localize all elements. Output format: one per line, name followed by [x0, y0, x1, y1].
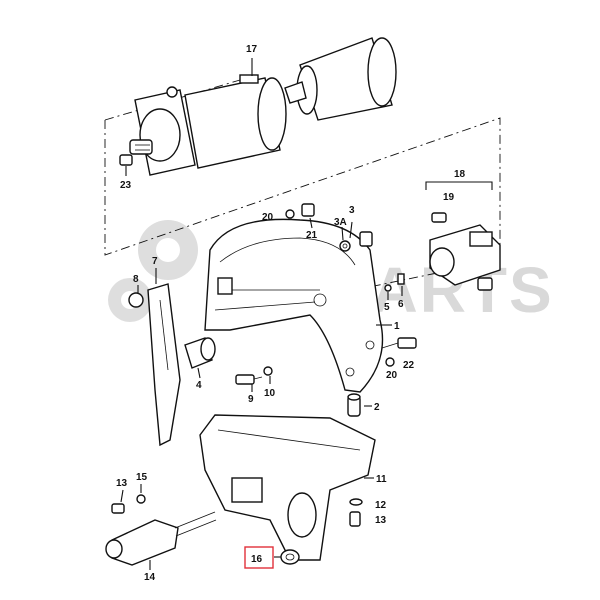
dowel-2-part [347, 393, 361, 417]
callout-15[interactable]: 15 [136, 472, 148, 483]
callout-23[interactable]: 23 [120, 180, 132, 191]
callout-6[interactable]: 6 [398, 299, 404, 310]
callout-10[interactable]: 10 [264, 388, 276, 399]
selector-unit-part [105, 511, 217, 566]
bolt-21-part [285, 203, 315, 219]
fastener-3-part [339, 231, 405, 292]
callout-18[interactable]: 18 [454, 169, 466, 180]
starter-motor-part [129, 37, 397, 176]
callout-2[interactable]: 2 [374, 402, 380, 413]
callout-21[interactable]: 21 [306, 230, 318, 241]
callout-3a[interactable]: 3A [334, 217, 347, 228]
callout-14[interactable]: 14 [144, 572, 156, 583]
callout-22[interactable]: 22 [403, 360, 415, 371]
callout-8[interactable]: 8 [133, 274, 139, 285]
callout-17[interactable]: 17 [246, 44, 258, 55]
callout-11[interactable]: 11 [376, 474, 387, 485]
bolt-9-part [235, 366, 273, 385]
slave-cylinder-part [429, 212, 501, 291]
callout-1[interactable]: 1 [394, 321, 400, 332]
callout-19[interactable]: 19 [443, 192, 455, 203]
callout-13-left[interactable]: 13 [116, 478, 128, 489]
bolt-13-part [111, 494, 146, 514]
seal-16-part [280, 549, 300, 565]
callout-20-right[interactable]: 20 [386, 370, 398, 381]
callout-5[interactable]: 5 [384, 302, 390, 313]
callout-20-top[interactable]: 20 [262, 212, 274, 223]
washer-12-part [349, 498, 363, 527]
callout-9[interactable]: 9 [248, 394, 254, 405]
callout-7[interactable]: 7 [152, 256, 158, 267]
callout-12[interactable]: 12 [375, 500, 387, 511]
release-fork-part [128, 283, 181, 447]
bell-housing-part [204, 218, 384, 393]
callout-13-right[interactable]: 13 [375, 515, 387, 526]
bushing-4-part [184, 337, 216, 369]
pin-23-part [119, 154, 133, 166]
callout-3[interactable]: 3 [349, 205, 355, 216]
callout-16[interactable]: 16 [251, 554, 263, 565]
callout-16-highlight-box [244, 546, 274, 569]
bracket-18 [425, 181, 493, 190]
callout-4[interactable]: 4 [196, 380, 202, 391]
gearbox-case-part [199, 414, 376, 561]
bolt-22-part [381, 337, 417, 367]
